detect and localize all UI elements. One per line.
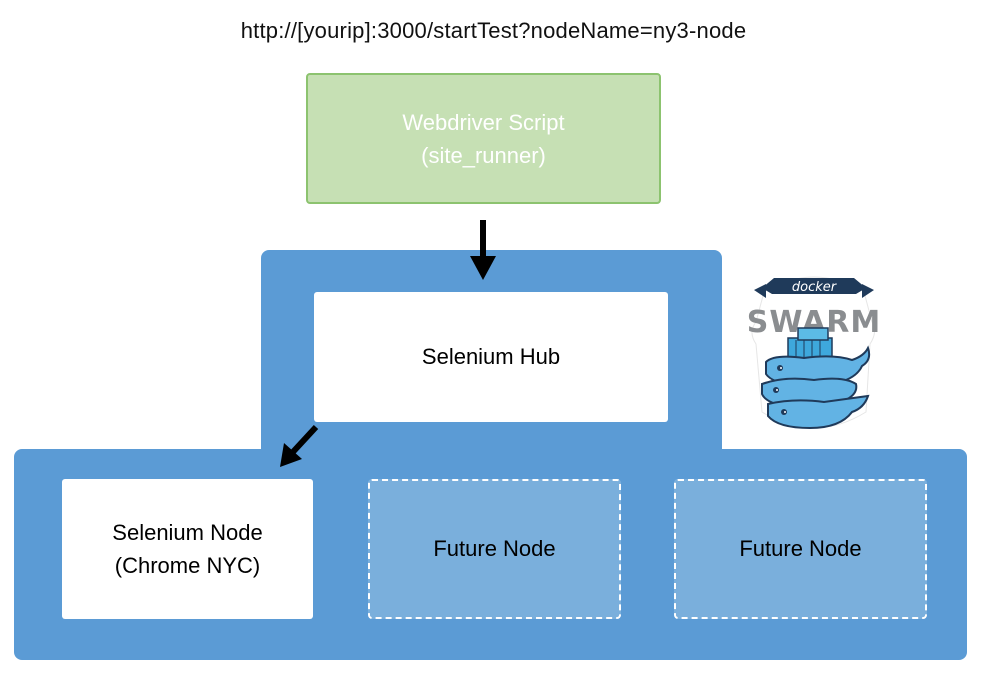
future-node-box-1: Future Node (368, 479, 621, 619)
arrow-script-to-hub (470, 220, 496, 280)
docker-logo-text: docker (792, 280, 838, 295)
arrow-hub-to-node (280, 424, 319, 467)
selenium-hub-label: Selenium Hub (421, 344, 561, 369)
future-node-label-2: Future Node (739, 536, 862, 561)
docker-swarm-logo: docker SWARM (747, 276, 880, 430)
webdriver-script-box: Webdriver Script (site_runner) (306, 73, 661, 204)
url-caption: http://[yourip]:3000/startTest?nodeName=… (240, 18, 747, 43)
selenium-hub-box: Selenium Hub (314, 292, 668, 422)
selenium-node-box: Selenium Node (Chrome NYC) (62, 479, 313, 619)
webdriver-script-subtitle: (site_runner) (421, 142, 546, 168)
selenium-node-subtitle: (Chrome NYC) (114, 553, 261, 578)
future-node-label-1: Future Node (433, 536, 556, 561)
selenium-node-title: Selenium Node (112, 520, 263, 545)
webdriver-script-title: Webdriver Script (402, 109, 565, 135)
future-node-box-2: Future Node (674, 479, 927, 619)
